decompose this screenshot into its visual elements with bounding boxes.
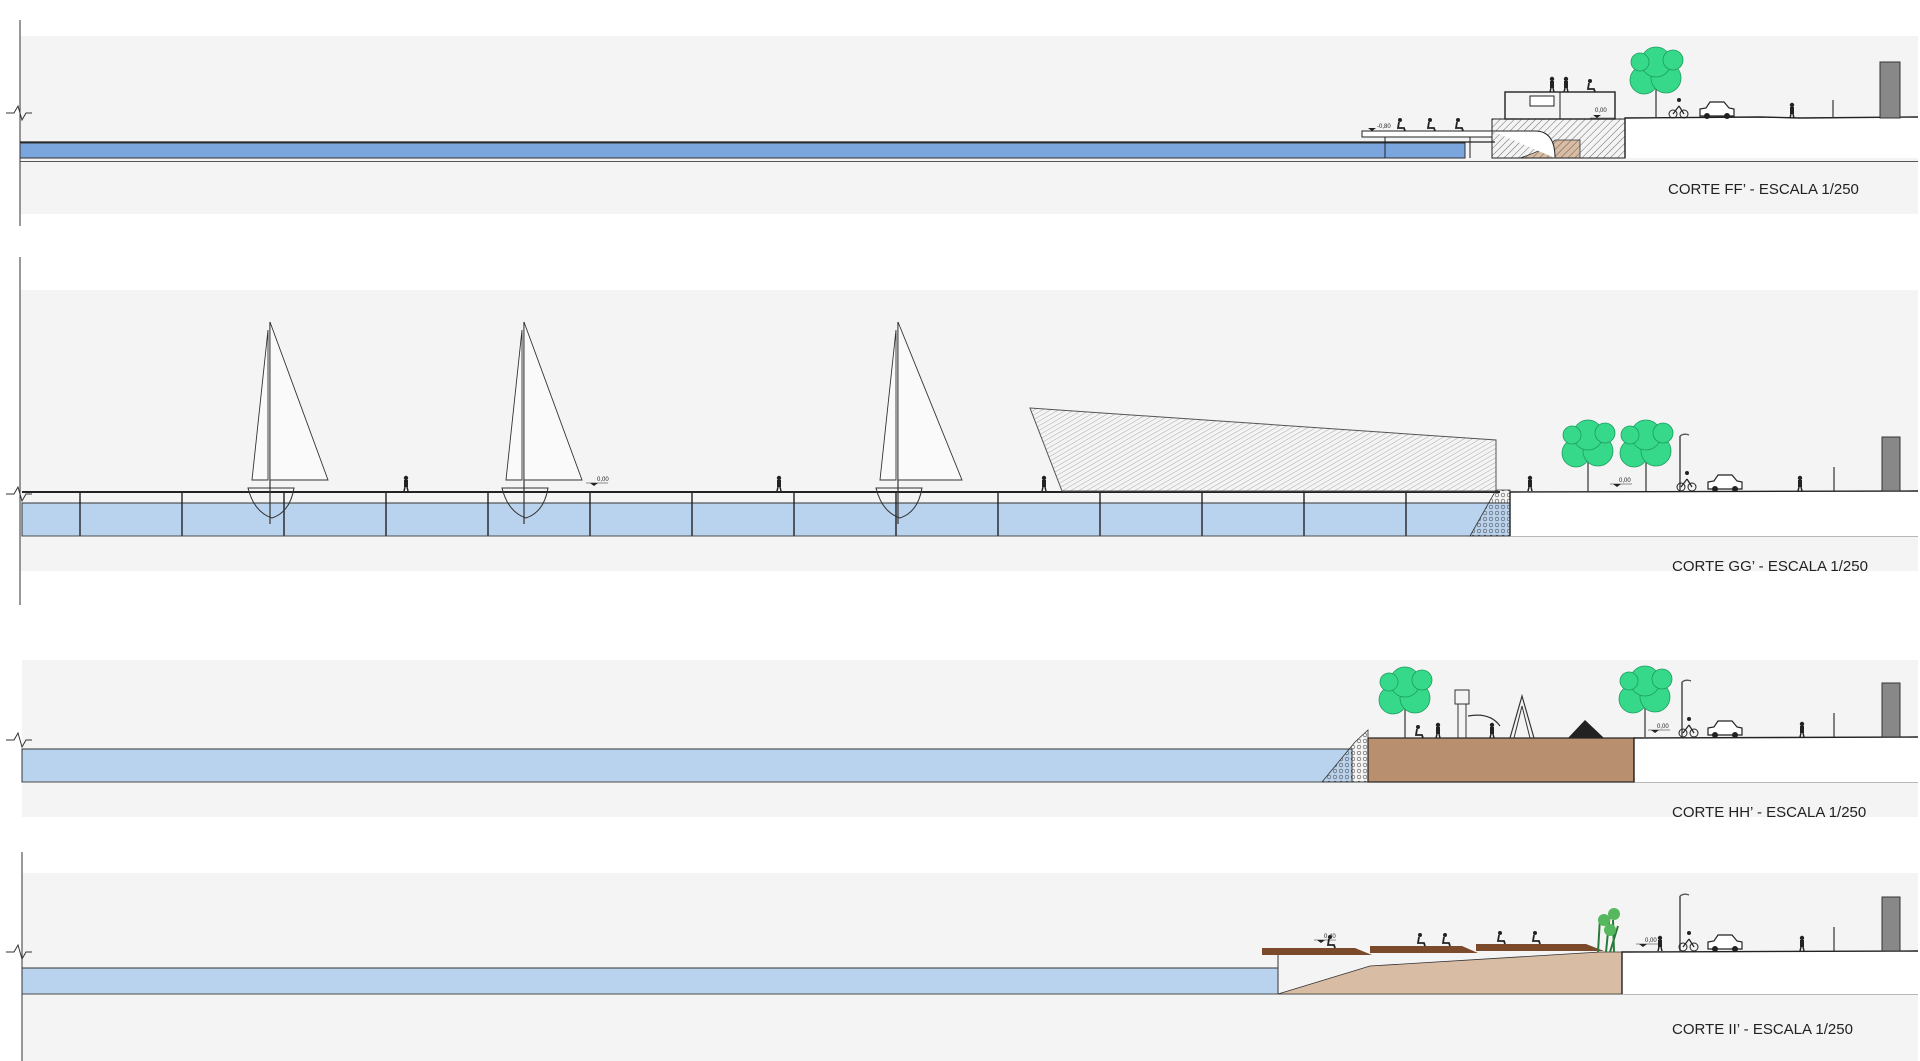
section-gg-sailboat (875, 321, 963, 524)
section-ff-arch (1492, 130, 1556, 159)
section-ff-level-marker: 0,00 (1590, 108, 1615, 119)
section-gg-sailboat (247, 321, 329, 524)
section-ii-ground (1622, 952, 1918, 994)
section-hh-ground (1634, 738, 1918, 782)
section-ii-building-edge (1881, 896, 1901, 952)
section-hh-caption: CORTE HH’ - ESCALA 1/250 (1672, 804, 1866, 821)
section-gg-water (21, 502, 1511, 537)
section-ii-level-label: 0,00 (1645, 938, 1657, 944)
section-ff-ground-line (1624, 116, 1919, 158)
section-gg-sailboat (501, 321, 583, 524)
section-gg-level-label: 0,00 (1619, 478, 1631, 484)
section-gg-embankment (1469, 489, 1511, 537)
section-ii-break-symbol (6, 943, 32, 961)
section-ff-floating-deck (1361, 130, 1493, 138)
section-ff-level-marker: -0,80 (1365, 124, 1391, 132)
section-gg-pier-piles (79, 492, 1407, 536)
section-ff-bottom-line (20, 161, 1918, 162)
section-hh-water (21, 748, 1353, 783)
section-gg-break-symbol (6, 485, 32, 503)
section-hh-embankment (1321, 729, 1369, 783)
section-gg-level-label: 0,00 (597, 477, 609, 483)
section-hh-break-symbol (6, 731, 32, 749)
section-gg-level-marker: 0,00 (1610, 478, 1632, 487)
section-hh: 0,00 CORTE HH’ - ESCALA 1/250 (6, 660, 1919, 821)
section-ff-ground (1625, 118, 1918, 158)
section-gg-caption: CORTE GG’ - ESCALA 1/250 (1672, 558, 1868, 575)
section-ff-water (19, 142, 1466, 159)
section-gg-ground-line (1509, 490, 1919, 536)
section-hh-ground-line (1633, 736, 1919, 782)
section-ii-decks (1262, 944, 1604, 955)
section-ff-level-label: 0,00 (1595, 108, 1607, 114)
section-gg-building-edge (1881, 436, 1901, 492)
section-ff-level-label: -0,80 (1377, 124, 1391, 130)
section-gg-ground (1510, 492, 1918, 536)
section-hh-level-label: 0,00 (1657, 724, 1669, 730)
section-ii-ground-line (1621, 950, 1919, 994)
section-hh-playground (1454, 689, 1604, 739)
section-ff-bar (1529, 95, 1555, 107)
section-gg-level-marker: 0,00 (586, 477, 609, 486)
section-ff: -0,80 0,00 CORTE FF’ - ESCALA 1/250 (6, 20, 1919, 226)
section-ii-level-label: 0,40 (1324, 934, 1336, 940)
section-ff-break-symbol (6, 104, 32, 122)
section-ii-caption: CORTE II’ - ESCALA 1/250 (1672, 1021, 1853, 1038)
section-hh-level-marker: 0,00 (1648, 724, 1670, 733)
section-ff-caption: CORTE FF’ - ESCALA 1/250 (1668, 181, 1859, 198)
section-ii-level-marker: 0,00 (1636, 938, 1658, 947)
section-ff-building (1879, 61, 1901, 119)
section-ii-water (21, 967, 1279, 995)
section-ii-reeds (1597, 908, 1620, 953)
section-hh-building-edge (1881, 682, 1901, 738)
section-hh-park-terrace (1367, 737, 1635, 783)
section-gg: 0,00 0,00 CORTE GG’ - ESCALA 1/250 (6, 257, 1919, 605)
section-ii: 0,40 0,00 CORTE II’ - ESCALA 1/250 (6, 852, 1919, 1061)
section-ii-level-marker: 0,40 (1314, 934, 1336, 943)
